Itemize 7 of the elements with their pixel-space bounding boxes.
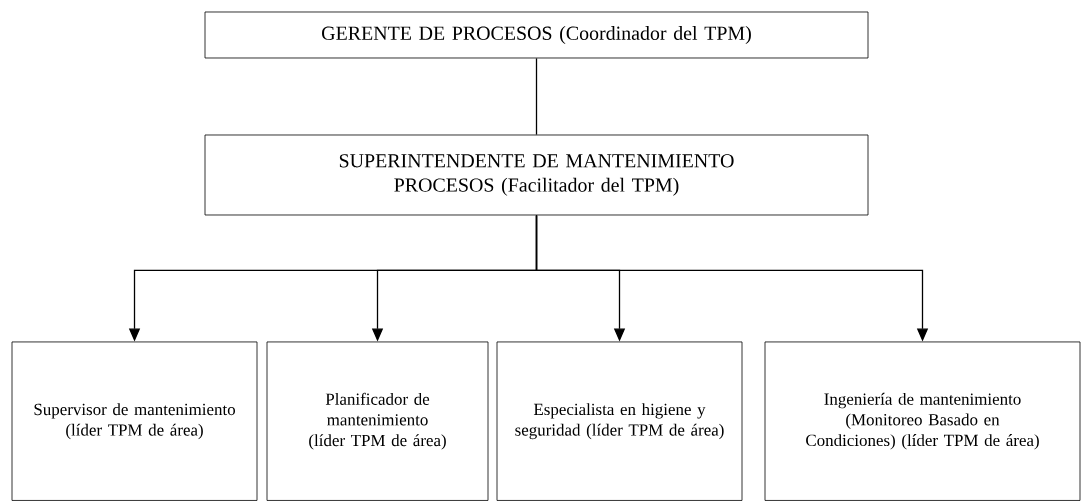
role-box: Supervisor de mantenimiento (líder TPM de área) [11, 341, 258, 501]
role-box: GERENTE DE PROCESOS (Coordinador del TPM) [204, 11, 869, 59]
role-box: Planificador de mantenimiento (líder TPM de área) [266, 341, 489, 501]
role-box: Ingeniería de mantenimiento (Monitoreo Basado en Condiciones) (líder TPM de área) [764, 341, 1081, 501]
connector [535, 57, 538, 136]
role-box: Especialista en higiene y seguridad (líder TPM de área) [496, 341, 743, 501]
role-box: SUPERINTENDENTE DE MANTENIMIENTO PROCESOS (Facilitador del TPM) [204, 134, 869, 216]
